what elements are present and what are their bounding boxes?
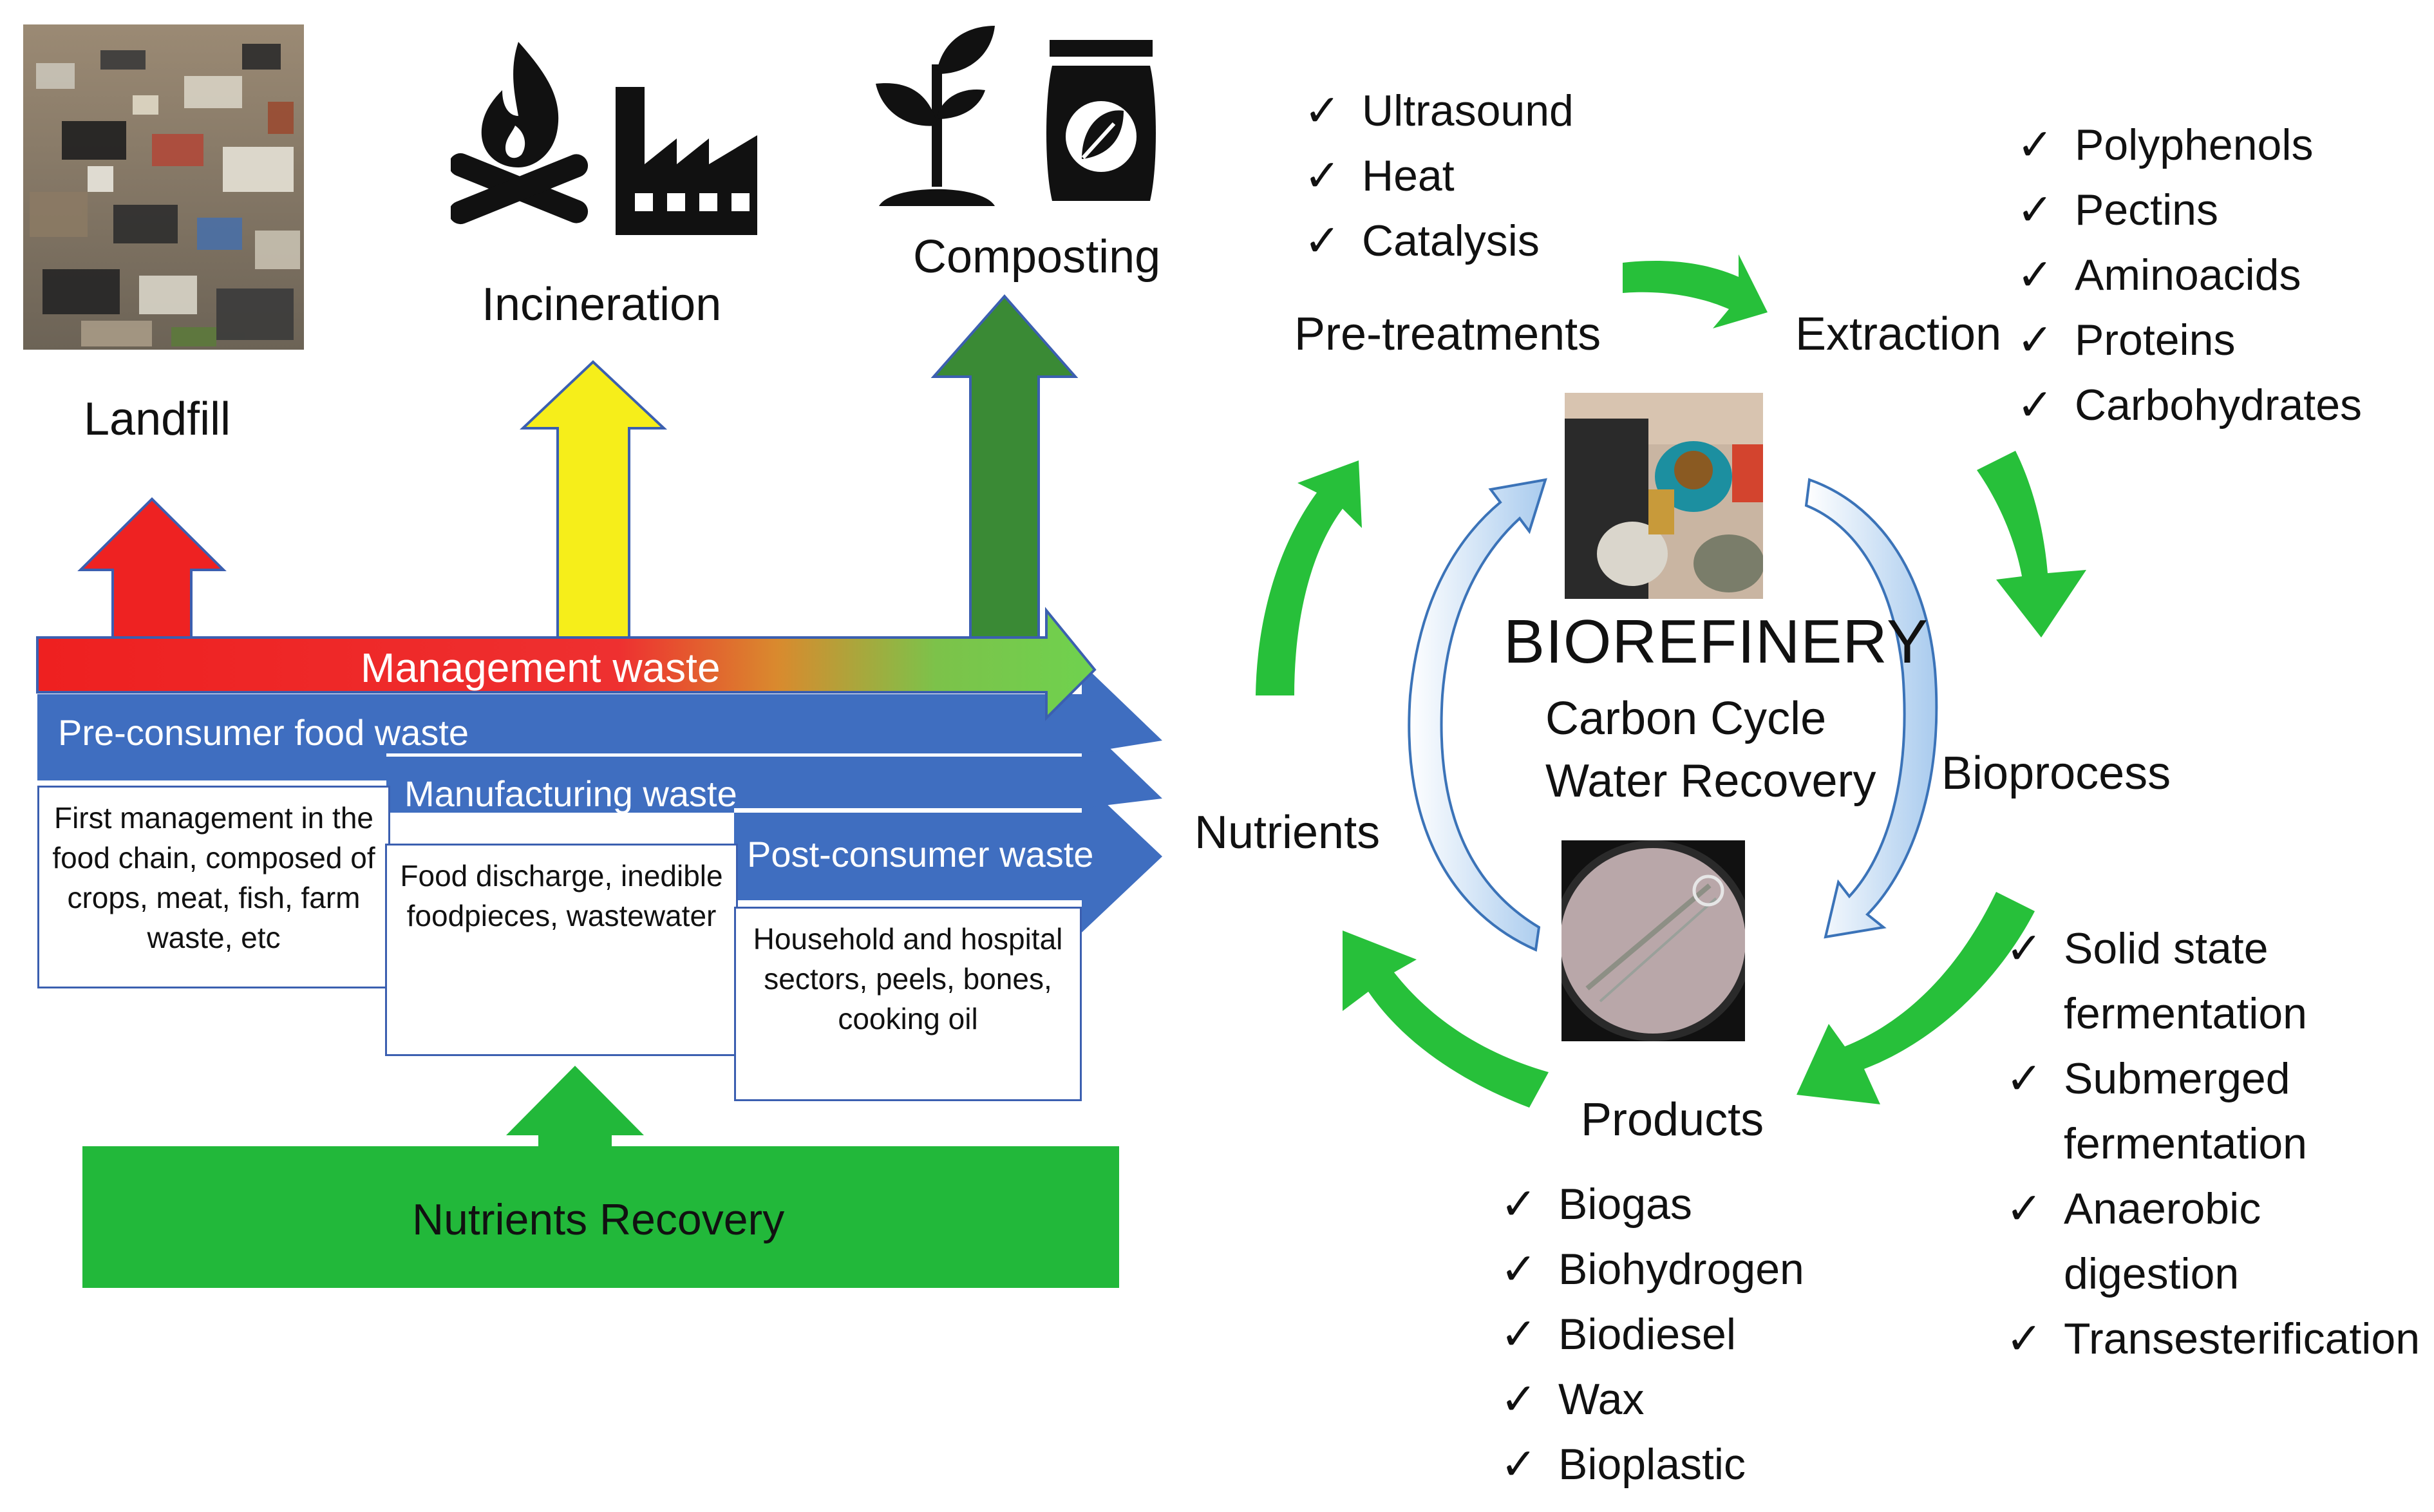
list-item: fermentation [2064, 1119, 2307, 1168]
biorefinery-title: BIOREFINERY [1504, 607, 1929, 676]
list-item: ✓Bioplastic [1500, 1440, 1746, 1489]
list-item: fermentation [2064, 989, 2307, 1038]
green-arrow-nutrients-pretreatments [1256, 460, 1362, 695]
post-consumer-band [734, 780, 1162, 932]
extraction-label: Extraction [1795, 308, 2002, 360]
list-item: ✓Submerged [2006, 1054, 2290, 1103]
list-item: ✓Catalysis [1304, 216, 1540, 265]
manufacturing-band [386, 721, 1162, 813]
composting-arrow [930, 294, 1079, 639]
extraction-list: ✓Polyphenols ✓Pectins ✓Aminoacids ✓Prote… [2017, 113, 2362, 438]
bioprocess-list: ✓Solid state fermentation ✓Submerged fer… [2006, 916, 2420, 1372]
pre-consumer-box: First management in the food chain, comp… [37, 786, 390, 988]
list-item: ✓Biogas [1500, 1180, 1692, 1229]
manufacturing-box: Food discharge, inedible foodpieces, was… [385, 844, 738, 1056]
blue-arrow-right [1804, 478, 1938, 939]
management-band-label: Management waste [361, 645, 721, 691]
list-item: digestion [2064, 1249, 2240, 1298]
fire-icon [451, 42, 589, 225]
green-arrow-bioprocess-products [1797, 892, 2035, 1104]
incineration-arrow [519, 360, 668, 639]
plant-icon [876, 26, 995, 206]
green-arrow-products-nutrients [1343, 931, 1549, 1108]
list-item: ✓Carbohydrates [2017, 381, 2363, 430]
list-item: ✓Biodiesel [1500, 1310, 1736, 1359]
factory-icon [616, 87, 757, 235]
products-list: ✓Biogas ✓Biohydrogen ✓Biodiesel ✓Wax ✓Bi… [1500, 1172, 1804, 1497]
composting-label: Composting [913, 231, 1161, 283]
landfill-arrow [77, 497, 227, 639]
pre-consumer-band [37, 663, 1162, 780]
bioprocess-label: Bioprocess [1941, 748, 2171, 799]
microscope-photo [1561, 840, 1745, 1041]
list-item: ✓Aminoacids [2017, 250, 2301, 299]
list-item: ✓Ultrasound [1304, 86, 1574, 135]
biorefinery-photo-top [1565, 393, 1763, 599]
waste-bands [36, 607, 1162, 932]
list-item: ✓Polyphenols [2017, 120, 2314, 169]
post-consumer-label: Post-consumer waste [747, 834, 1094, 874]
compost-bag-icon [1046, 40, 1156, 201]
disposal-arrows [77, 294, 1079, 639]
incineration-label: Incineration [482, 279, 722, 330]
products-label: Products [1581, 1094, 1764, 1146]
list-item: ✓Transesterification [2006, 1314, 2420, 1363]
manufacturing-label: Manufacturing waste [404, 773, 737, 814]
list-item: ✓Proteins [2017, 316, 2236, 364]
green-arrow-pretreatments-extraction [1623, 254, 1768, 328]
pretreatments-label: Pre-treatments [1294, 308, 1601, 360]
nutrients-recovery-bar [82, 1066, 1119, 1288]
landfill-photo [23, 24, 304, 350]
pretreatments-list: ✓Ultrasound ✓Heat ✓Catalysis [1304, 79, 1574, 274]
management-band [36, 607, 1097, 721]
nutrients-recovery-label: Nutrients Recovery [412, 1195, 785, 1244]
list-item: ✓Biohydrogen [1500, 1245, 1804, 1294]
green-arrow-extraction-bioprocess [1977, 451, 2086, 638]
water-recovery-label: Water Recovery [1545, 755, 1876, 807]
list-item: ✓Pectins [2017, 185, 2218, 234]
post-consumer-box: Household and hospital sectors, peels, b… [734, 907, 1082, 1101]
list-item: ✓Solid state [2006, 924, 2269, 973]
list-item: ✓Wax [1500, 1375, 1645, 1424]
list-item: ✓Anaerobic [2006, 1184, 2261, 1233]
carbon-cycle-label: Carbon Cycle [1545, 693, 1827, 744]
nutrients-label: Nutrients [1194, 807, 1381, 858]
blue-arrow-left [1408, 478, 1547, 952]
landfill-label: Landfill [84, 393, 231, 445]
list-item: ✓Heat [1304, 151, 1455, 200]
pre-consumer-label: Pre-consumer food waste [58, 712, 469, 753]
